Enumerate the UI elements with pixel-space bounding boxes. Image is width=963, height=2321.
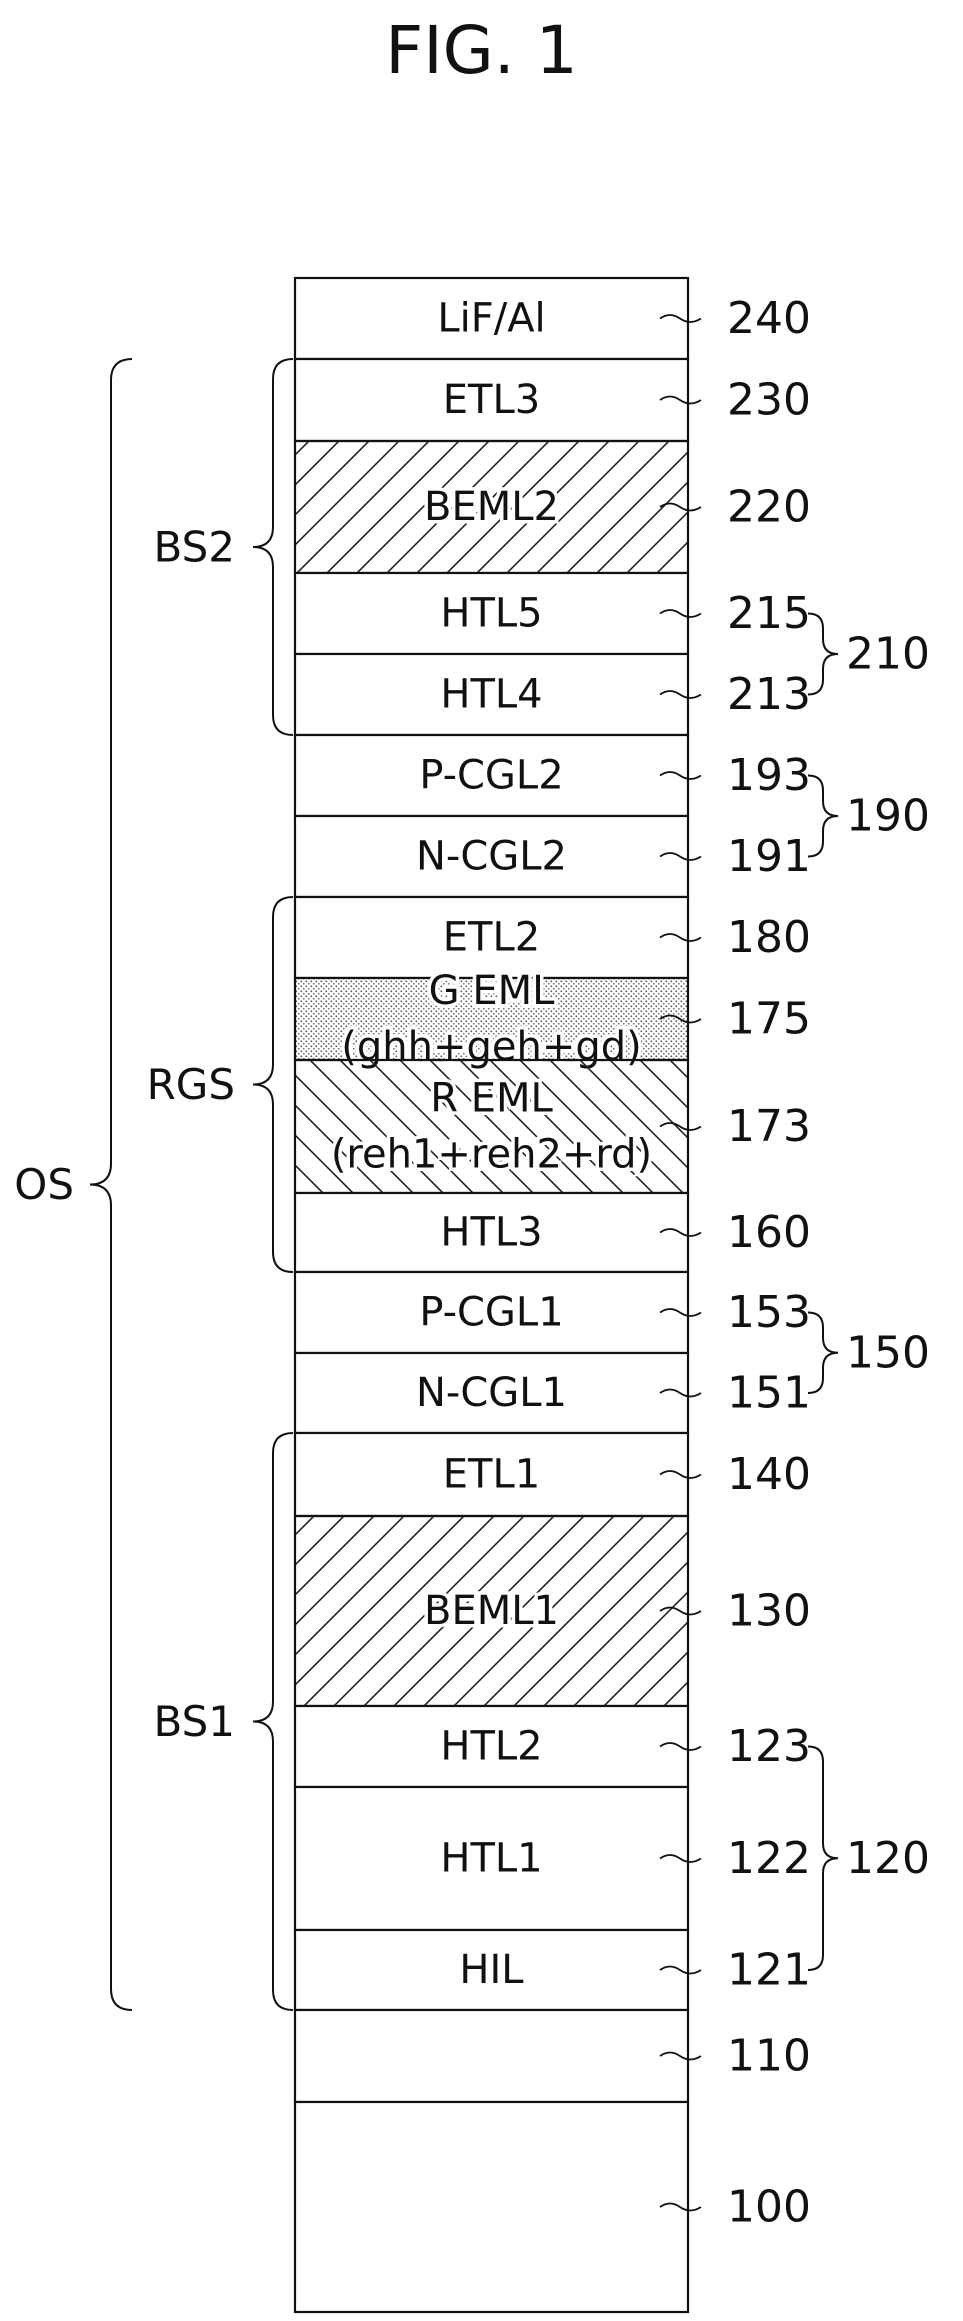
layer-label: ETL3 [443,377,540,423]
ref-number-130: 130 [727,1586,811,1637]
layer-193: P-CGL2 [295,735,688,816]
group-label-os: OS [14,1160,74,1209]
ref-number-175: 175 [727,994,811,1045]
group-ref-210: 210 [846,629,930,680]
group-label-bs1: BS1 [154,1697,235,1746]
group-label-rgs: RGS [147,1060,235,1109]
layer-label: P-CGL1 [419,1290,563,1336]
ref-number-193: 193 [727,750,811,801]
layer-180: ETL2 [295,897,688,978]
brace-210 [808,614,838,695]
group-ref-120: 120 [846,1833,930,1884]
layer-label: HTL4 [440,672,542,718]
layer-box [295,2010,688,2102]
layer-label: G EML [429,968,555,1014]
layer-box [295,2102,688,2312]
layer-173: R EML (reh1+reh2+rd) [295,1060,688,1193]
brace-rgs [253,897,293,1272]
layer-230: ETL3 [295,359,688,441]
layer-label: P-CGL2 [419,753,563,799]
ref-number-122: 122 [727,1833,811,1884]
layer-label: LiF/Al [437,296,545,342]
brace-120 [808,1747,838,1971]
layer-215: HTL5 [295,573,688,654]
ref-number-173: 173 [727,1101,811,1152]
layer-label: BEML1 [424,1588,559,1634]
layer-122: HTL1 [295,1787,688,1930]
brace-bs1 [253,1433,293,2010]
ref-number-213: 213 [727,669,811,720]
layer-label: HTL3 [440,1210,542,1256]
ref-number-123: 123 [727,1721,811,1772]
brace-190 [808,776,838,857]
layer-123: HTL2 [295,1706,688,1787]
ref-number-110: 110 [727,2031,811,2082]
layer-label: N-CGL1 [416,1370,567,1416]
brace-bs2 [253,359,293,735]
layer-213: HTL4 [295,654,688,735]
group-ref-190: 190 [846,791,930,842]
layer-140: ETL1 [295,1433,688,1516]
layers: LiF/AlETL3BEML2HTL5HTL4P-CGL2N-CGL2ETL2G… [295,278,688,2312]
brace-150 [808,1313,838,1394]
layer-130: BEML1 [295,1516,688,1706]
layer-label: (reh1+reh2+rd) [331,1132,652,1178]
layer-175: G EML(ghh+geh+gd) [295,968,688,1070]
ref-number-121: 121 [727,1945,811,1996]
layer-label: HTL2 [440,1724,542,1770]
layer-label: N-CGL2 [416,834,567,880]
layer-label: R EML [430,1076,553,1122]
ref-number-153: 153 [727,1287,811,1338]
ref-number-230: 230 [727,375,811,426]
layer-label: BEML2 [424,484,559,530]
layer-label: ETL2 [443,915,540,961]
layer-160: HTL3 [295,1193,688,1272]
layer-151: N-CGL1 [295,1353,688,1433]
brace-os [90,359,132,2010]
layer-153: P-CGL1 [295,1272,688,1353]
layer-240: LiF/Al [295,278,688,359]
layer-100 [295,2102,688,2312]
layer-label: HTL1 [440,1836,542,1882]
group-label-bs2: BS2 [154,523,235,572]
ref-number-191: 191 [727,831,811,882]
ref-number-140: 140 [727,1449,811,1500]
layer-191: N-CGL2 [295,816,688,897]
layer-label: HTL5 [440,591,542,637]
layer-label: HIL [459,1947,524,1993]
ref-number-215: 215 [727,588,811,639]
ref-number-240: 240 [727,293,811,344]
layer-121: HIL [295,1930,688,2010]
ref-number-160: 160 [727,1207,811,1258]
layer-110 [295,2010,688,2102]
group-ref-150: 150 [846,1327,930,1378]
ref-number-100: 100 [727,2182,811,2233]
layer-220: BEML2 [295,441,688,573]
ref-number-220: 220 [727,482,811,533]
ref-number-151: 151 [727,1368,811,1419]
ref-number-180: 180 [727,912,811,963]
layer-label: ETL1 [443,1452,540,1498]
